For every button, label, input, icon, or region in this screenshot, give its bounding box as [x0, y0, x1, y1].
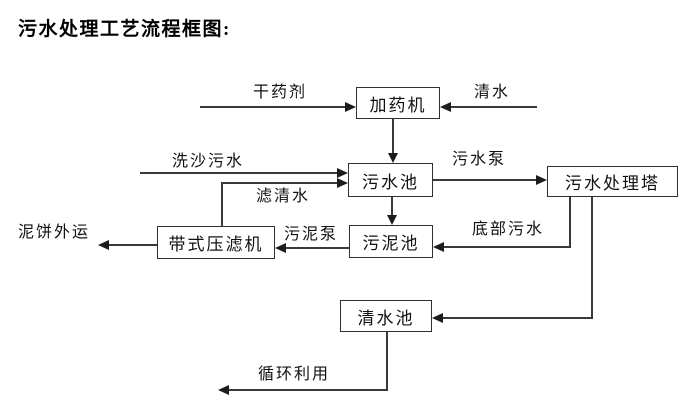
node-dosing-machine: 加药机 [356, 87, 440, 119]
edge-sludge-pump-arrowhead-icon [275, 243, 286, 253]
edge-recycle-vline [386, 332, 388, 390]
edge-dosing-to-sewage-arrowhead-icon [388, 153, 398, 163]
node-belt-filter-press: 带式压滤机 [157, 226, 275, 259]
edge-clean-water-label: 清水 [474, 84, 511, 101]
edge-filtered-water-vline [221, 182, 223, 226]
edge-sewage-to-sludge-arrowhead-icon [387, 215, 397, 225]
edge-filtered-water-label: 滤清水 [256, 188, 311, 205]
edge-clean-water-line [450, 106, 537, 108]
node-clean-water-pool: 清水池 [340, 300, 432, 332]
edge-recycle-line [228, 389, 388, 391]
edge-bottom-sewage-label: 底部污水 [472, 221, 545, 238]
edge-filtered-water-line [221, 182, 338, 184]
edge-dry-chemical-line [200, 106, 346, 108]
edge-sand-wash-sewage-arrowhead-icon [337, 168, 348, 178]
edge-tower-to-clean-arrowhead-icon [432, 313, 443, 323]
edge-mud-cake-out-line [108, 244, 157, 246]
edge-sewage-pump-line [433, 179, 538, 181]
edge-filtered-water-arrowhead-icon [337, 178, 348, 188]
edge-dry-chemical-label: 干药剂 [253, 84, 308, 101]
edge-dosing-to-sewage-line [392, 119, 394, 155]
edge-recycle-label: 循环利用 [258, 366, 331, 383]
edge-mud-cake-out-arrowhead-icon [98, 240, 109, 250]
edge-bottom-sewage-arrowhead-icon [433, 242, 444, 252]
node-sludge-pool: 污泥池 [349, 225, 433, 258]
edge-bottom-sewage-vline [569, 197, 571, 247]
edge-mud-cake-out-label: 泥饼外运 [18, 224, 91, 241]
edge-sludge-pump-label: 污泥泵 [284, 226, 339, 243]
edge-sludge-pump-line [285, 247, 349, 249]
edge-sand-wash-sewage-label: 洗沙污水 [172, 153, 245, 170]
edge-clean-water-arrowhead-icon [440, 102, 451, 112]
edge-tower-to-clean-line [442, 317, 593, 319]
edge-sewage-to-sludge-line [391, 197, 393, 217]
node-treatment-tower: 污水处理塔 [547, 166, 678, 197]
edge-sand-wash-sewage-line [140, 172, 338, 174]
edge-sewage-pump-arrowhead-icon [536, 175, 547, 185]
page-title: 污水处理工艺流程框图: [18, 19, 231, 40]
edge-bottom-sewage-line [443, 246, 571, 248]
edge-recycle-arrowhead-icon [218, 385, 229, 395]
node-sewage-pool: 污水池 [348, 163, 433, 197]
edge-dry-chemical-arrowhead-icon [345, 102, 356, 112]
edge-sewage-pump-label: 污水泵 [452, 151, 507, 168]
edge-tower-to-clean-vline [591, 197, 593, 318]
